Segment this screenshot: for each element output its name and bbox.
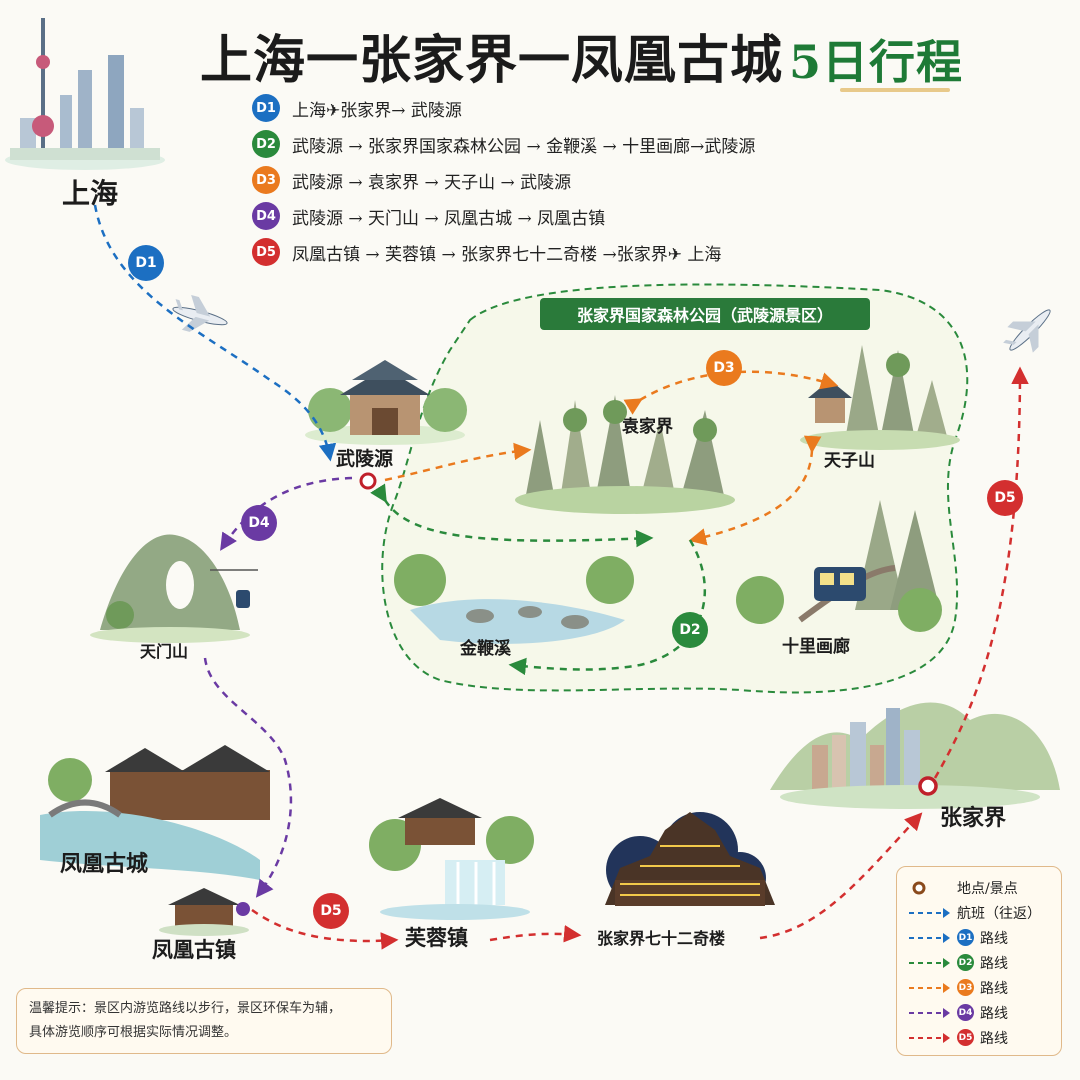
tip-line-2: 具体游览顺序可根据实际情况调整。 [29, 1025, 238, 1040]
itinerary-text: 武陵源 → 袁家界 → 天子山 → 武陵源 [292, 172, 572, 193]
route-d4-fenghuang [203, 657, 293, 898]
legend-row-d3: D3 路线 [907, 975, 1051, 1000]
day-badge: D3 [252, 166, 280, 194]
itinerary-text: 武陵源 → 张家界国家森林公园 → 金鞭溪 → 十里画廊→武陵源 [292, 136, 756, 157]
route-d1 [93, 204, 337, 462]
route-d5-flight [933, 366, 1029, 779]
title-accent: 5日行程 [789, 35, 964, 89]
title-main: 上海一张家界一凤凰古城 [200, 30, 784, 91]
place-label-furongzhen: 芙蓉镇 [405, 925, 468, 950]
legend-badge: D2 [957, 954, 974, 971]
place-label-zhangjiajie: 张家界 [940, 805, 1007, 831]
zhangjiajie-marker [918, 776, 938, 796]
route-d2-loop [508, 539, 706, 676]
park-banner: 张家界国家森林公园（武陵源景区） [540, 298, 870, 330]
itinerary-row-d4: D4 武陵源 → 天门山 → 凤凰古城 → 凤凰古镇 [252, 201, 872, 231]
itinerary-row-d3: D3 武陵源 → 袁家界 → 天子山 → 武陵源 [252, 165, 872, 195]
legend-label: 路线 [980, 1030, 1008, 1047]
legend-label: 路线 [980, 1005, 1008, 1022]
legend-row-flight: 航班（往返） [907, 900, 1051, 925]
place-label-tianmenshan: 天门山 [140, 642, 189, 661]
place-label-shilihualang: 十里画廊 [782, 637, 850, 657]
itinerary-text: 凤凰古镇 → 芙蓉镇 → 张家界七十二奇楼 →张家界✈ 上海 [292, 244, 722, 265]
route-line-icon [907, 1006, 951, 1020]
route-line-icon [907, 1031, 951, 1045]
day-badge: D4 [252, 202, 280, 230]
tip-line-1: 温馨提示：景区内游览路线以步行，景区环保车为辅， [29, 1001, 342, 1016]
fenghuang-guzhen-marker [236, 902, 250, 916]
furongzhen-illustration [369, 798, 534, 920]
place-label-jinbianxi: 金鞭溪 [460, 639, 511, 659]
route-badge-d2: D2 [672, 612, 708, 648]
route-badge-d5-furong: D5 [313, 893, 349, 929]
route-line-icon [907, 981, 951, 995]
zhangjiajie-city-illustration [770, 702, 1060, 809]
route-d4-tianmen [220, 476, 353, 551]
route-d3-yuanjiajie [384, 442, 532, 482]
airplane-icon-zhangjiajie [1003, 309, 1051, 353]
itinerary-text: 上海✈张家界→ 武陵源 [292, 100, 462, 121]
legend-label: 航班（往返） [957, 905, 1041, 922]
day-badge: D2 [252, 130, 280, 158]
route-badge-d1: D1 [128, 245, 164, 281]
qishier-qilou-illustration [605, 812, 775, 906]
itinerary-text: 武陵源 → 天门山 → 凤凰古城 → 凤凰古镇 [292, 208, 606, 229]
airplane-icon-shanghai [172, 294, 228, 332]
title-underline [840, 88, 950, 92]
day-badge: D5 [252, 238, 280, 266]
place-label-yuanjiajie: 袁家界 [622, 417, 673, 437]
itinerary-row-d5: D5 凤凰古镇 → 芙蓉镇 → 张家界七十二奇楼 →张家界✈ 上海 [252, 237, 872, 267]
route-d5-qilou [489, 925, 582, 943]
shilihualang-illustration [736, 500, 942, 632]
route-badge-d5-flight: D5 [987, 480, 1023, 516]
shanghai-skyline-illustration [5, 18, 165, 170]
place-label-shanghai: 上海 [62, 177, 119, 210]
legend-label: 地点/景点 [957, 880, 1018, 897]
route-d5-city [759, 812, 923, 940]
legend-badge: D1 [957, 929, 974, 946]
route-d3-return [688, 435, 822, 546]
route-badge-d4: D4 [241, 505, 277, 541]
legend-label: 路线 [980, 980, 1008, 997]
legend-row-d2: D2 路线 [907, 950, 1051, 975]
fenghuang-ancient-town-illustration [159, 888, 249, 936]
tianmenshan-illustration [90, 534, 258, 643]
place-label-fenghuang-gucheng: 凤凰古城 [60, 851, 149, 877]
place-label-qishier-qilou: 张家界七十二奇楼 [597, 929, 726, 948]
legend-row-d1: D1 路线 [907, 925, 1051, 950]
legend-badge: D3 [957, 979, 974, 996]
legend-label: 路线 [980, 930, 1008, 947]
flight-line-icon [907, 906, 951, 920]
legend-badge: D4 [957, 1004, 974, 1021]
place-label-tianzishan: 天子山 [824, 451, 875, 471]
legend: 地点/景点 航班（往返） D1 路线 D2 路线 D3 路线 D4 路线 D [896, 866, 1062, 1056]
legend-row-d4: D4 路线 [907, 1000, 1051, 1025]
fenghuang-ancient-city-illustration [40, 745, 270, 880]
place-label-wulingyuan: 武陵源 [336, 448, 394, 470]
wulingyuan-gate-illustration [305, 360, 467, 445]
place-label-fenghuang-guzhen: 凤凰古镇 [152, 937, 236, 962]
itinerary-row-d1: D1 上海✈张家界→ 武陵源 [252, 93, 872, 123]
route-badge-d3: D3 [706, 350, 742, 386]
jinbianxi-stream-illustration [394, 554, 634, 644]
tip-box: 温馨提示：景区内游览路线以步行，景区环保车为辅， 具体游览顺序可根据实际情况调整… [16, 988, 392, 1054]
legend-badge: D5 [957, 1029, 974, 1046]
point-marker-icon [907, 881, 951, 895]
route-line-icon [907, 931, 951, 945]
itinerary-row-d2: D2 武陵源 → 张家界国家森林公园 → 金鞭溪 → 十里画廊→武陵源 [252, 129, 872, 159]
route-line-icon [907, 956, 951, 970]
legend-row-point: 地点/景点 [907, 875, 1051, 900]
legend-row-d5: D5 路线 [907, 1025, 1051, 1050]
wulingyuan-marker [359, 472, 377, 490]
legend-label: 路线 [980, 955, 1008, 972]
route-d2-outer [370, 483, 654, 548]
day-badge: D1 [252, 94, 280, 122]
